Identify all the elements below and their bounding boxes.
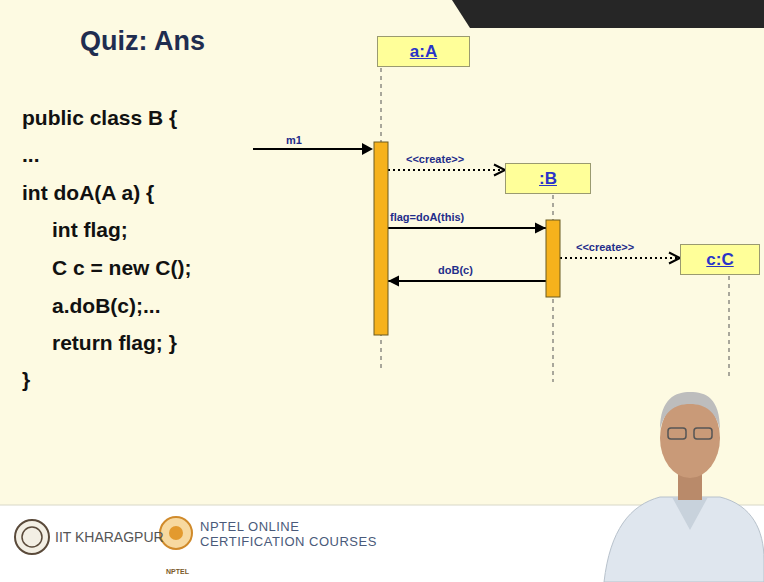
found-message-line <box>253 148 364 150</box>
arrow-head <box>669 253 680 264</box>
nptel-logo <box>160 517 192 549</box>
message-label: <<create>> <box>406 153 464 165</box>
message-label: m1 <box>286 134 302 147</box>
presenter-glasses <box>668 428 686 439</box>
presenter-shirt <box>604 497 764 582</box>
code-line: } <box>22 368 30 392</box>
lifeline <box>729 276 730 376</box>
message-label: doB(c) <box>438 264 473 276</box>
presenter-collar <box>672 497 708 530</box>
arrow-head <box>535 223 546 234</box>
object-name: :B <box>539 169 557 189</box>
arrow-head <box>388 276 399 287</box>
arrow-head <box>494 165 505 176</box>
header-band <box>452 0 764 28</box>
iit-logo <box>15 520 49 554</box>
slide-title: Quiz: Ans <box>80 26 205 57</box>
code-line: return flag; } <box>52 331 177 355</box>
presenter-glasses <box>694 428 712 439</box>
code-line: public class B { <box>22 106 177 130</box>
activation-bar <box>546 220 560 297</box>
message-line <box>388 169 505 171</box>
object-box: a:A <box>377 36 470 67</box>
message-arrow <box>560 253 680 264</box>
object-box: c:C <box>680 244 760 275</box>
message-label: <<create>> <box>576 241 634 253</box>
message-line <box>388 194 553 228</box>
object-name: a:A <box>410 42 437 62</box>
nptel-logo-core <box>169 526 183 540</box>
presenter-hair <box>660 392 720 430</box>
logo-text: NPTEL <box>166 568 189 576</box>
code-line: ... <box>22 143 40 167</box>
iit-logo-ring <box>22 527 42 547</box>
code-line: C c = new C(); <box>52 256 191 280</box>
message-line <box>560 257 680 259</box>
code-line: int flag; <box>52 218 128 242</box>
object-box: :B <box>505 163 591 194</box>
message-arrow <box>388 194 553 234</box>
object-name: c:C <box>706 250 733 270</box>
activation-bar <box>374 142 388 335</box>
found-message-head <box>362 143 373 155</box>
code-line: a.doB(c);... <box>52 294 161 318</box>
message-arrow <box>388 165 505 176</box>
institute-name: IIT KHARAGPUR <box>55 529 164 545</box>
course-banner: NPTEL ONLINE CERTIFICATION COURSES <box>200 520 380 550</box>
code-line: int doA(A a) { <box>22 181 154 205</box>
message-label: flag=doA(this) <box>390 211 464 223</box>
